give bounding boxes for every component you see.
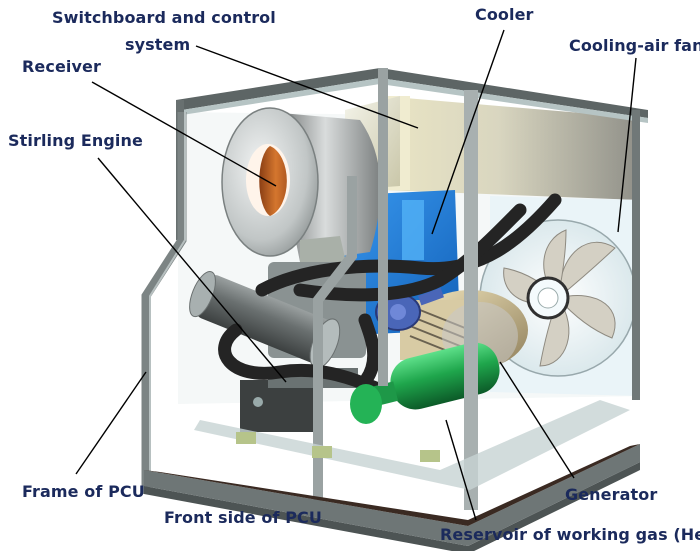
leader-cooling-air-fan <box>617 57 637 233</box>
leader-reservoir <box>445 419 477 521</box>
leader-receiver <box>91 81 277 187</box>
label-frame-of-pcu: Frame of PCU <box>22 482 145 501</box>
label-front-side-of-pcu: Front side of PCU <box>164 508 322 527</box>
leader-lines <box>75 29 637 521</box>
leader-frame <box>75 371 147 475</box>
leader-cooler <box>431 29 505 235</box>
stirling-engine <box>189 262 366 432</box>
leader-stirling-engine <box>97 157 287 383</box>
label-cooling-air-fan: Cooling-air fan <box>569 36 700 55</box>
label-switchboard-line1: Switchboard and control <box>52 8 276 27</box>
leader-switchboard <box>195 45 419 129</box>
label-cooler: Cooler <box>475 5 534 24</box>
label-generator: Generator <box>565 485 658 504</box>
label-receiver: Receiver <box>22 57 101 76</box>
leader-generator <box>499 361 575 479</box>
label-stirling-engine: Stirling Engine <box>8 131 143 150</box>
label-reservoir: Reservoir of working gas (He) <box>440 525 700 544</box>
pcu-frame <box>141 68 648 551</box>
hoses <box>218 193 562 395</box>
label-switchboard-line2: system <box>125 35 191 54</box>
